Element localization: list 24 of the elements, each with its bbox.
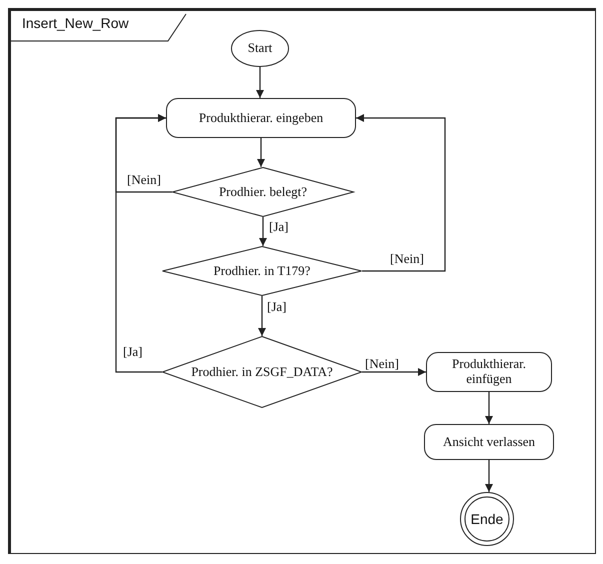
edge-label: [Ja]	[266, 300, 288, 314]
arrow	[257, 138, 265, 167]
arrow	[485, 460, 493, 492]
arrow	[115, 114, 166, 373]
end-node-label: Ende	[470, 510, 504, 528]
decision-node-label: Prodhier. belegt?	[218, 184, 308, 200]
edge-label: [Ja]	[268, 220, 290, 234]
decision-node-label: Prodhier. in ZSGF_DATA?	[190, 364, 334, 380]
arrow	[362, 368, 426, 376]
edge-label: [Nein]	[389, 252, 425, 266]
arrow	[259, 217, 267, 246]
action-box-label: Produkthierar. einfügen	[450, 357, 527, 387]
decision-node-label: Prodhier. in T179?	[212, 264, 312, 278]
edge-label: [Nein]	[364, 357, 400, 372]
arrow	[256, 67, 264, 98]
arrow	[258, 296, 266, 336]
arrow	[485, 392, 493, 424]
edge-label: [Nein]	[126, 173, 162, 188]
action-box-label: Produkthierar. eingeben	[198, 110, 324, 126]
action-box-label: Ansicht verlassen	[442, 434, 536, 450]
frame-title: Insert_New_Row	[22, 15, 129, 31]
arrow	[356, 114, 446, 272]
start-node-label: Start	[246, 41, 274, 56]
edge-label: [Ja]	[122, 345, 144, 360]
